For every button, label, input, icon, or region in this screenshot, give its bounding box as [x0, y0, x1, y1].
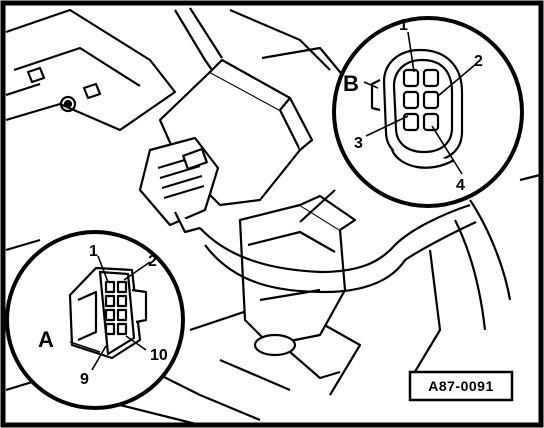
detail-b-pin-3: 3 — [354, 135, 363, 152]
detail-a-pin-9: 9 — [80, 371, 89, 388]
detail-a-letter: A — [38, 327, 54, 352]
detail-b-magnifier: B 1 2 3 4 — [299, 16, 524, 223]
detail-b-pin-2: 2 — [474, 53, 483, 70]
detail-a-pin-10: 10 — [150, 347, 168, 364]
detail-a-pin-1: 1 — [89, 243, 98, 260]
detail-a-magnifier: A 1 2 9 10 — [5, 230, 185, 410]
detail-a-connector — [68, 266, 148, 360]
detail-a-pin-2: 2 — [148, 253, 157, 270]
detail-b-connector — [370, 48, 464, 169]
component-housing — [138, 58, 477, 380]
detail-b-pin-1: 1 — [399, 17, 408, 34]
reference-code-box: A87-0091 — [408, 370, 514, 402]
detail-b-pin-4: 4 — [456, 177, 465, 194]
reference-code: A87-0091 — [428, 378, 494, 394]
detail-b-letter: B — [343, 71, 359, 96]
reference-code-frame — [408, 370, 514, 402]
detail-b-leaders — [363, 31, 477, 175]
detail-a-leaders — [69, 255, 151, 371]
detail-b-pointer — [299, 189, 336, 223]
